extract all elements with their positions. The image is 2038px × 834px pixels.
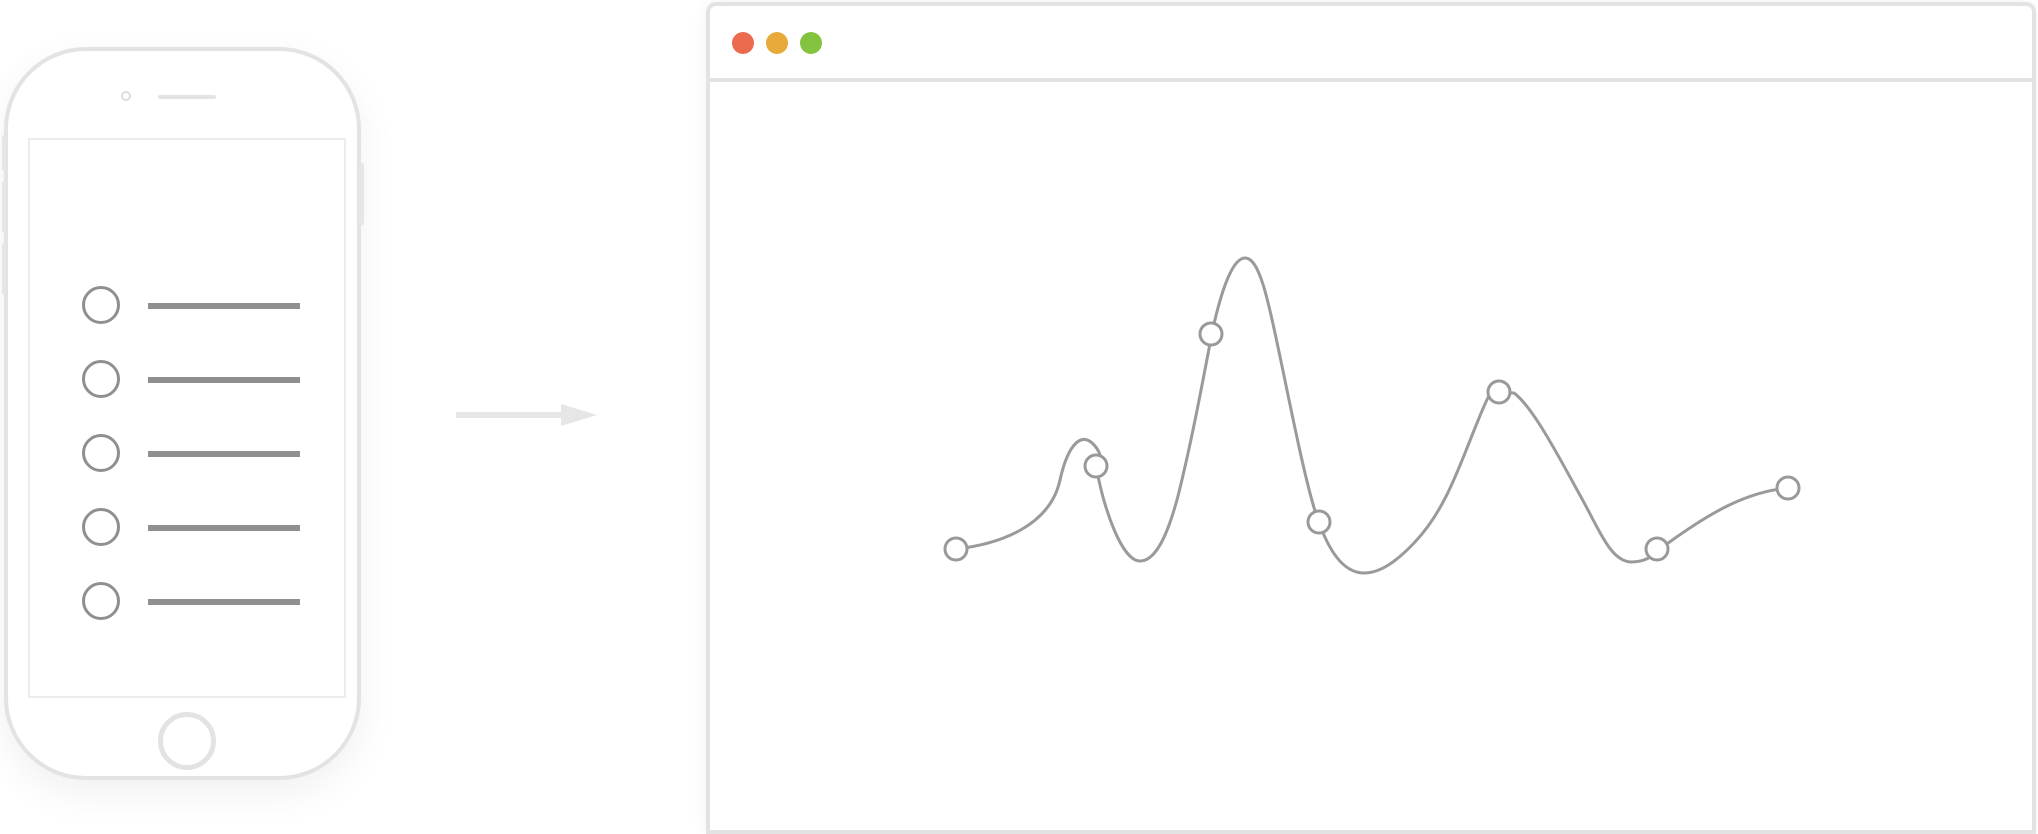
list-item-line (148, 303, 300, 309)
phone-speaker (158, 95, 216, 99)
arrow-shaft (456, 412, 566, 418)
phone-screen (28, 138, 346, 698)
radio-circle-icon[interactable] (82, 582, 120, 620)
close-window-button[interactable] (732, 32, 754, 54)
browser-titlebar (710, 6, 2032, 82)
phone-camera-icon (121, 91, 131, 101)
radio-circle-icon[interactable] (82, 508, 120, 546)
curve-node-marker[interactable] (943, 536, 969, 562)
radio-circle-icon[interactable] (82, 360, 120, 398)
radio-circle-icon[interactable] (82, 286, 120, 324)
phone-volume-up-button (2, 181, 6, 233)
list-item-line (148, 599, 300, 605)
list-item-line (148, 377, 300, 383)
list-item[interactable] (82, 360, 312, 400)
phone-home-button[interactable] (158, 712, 216, 770)
list-item[interactable] (82, 434, 312, 474)
arrow-head (561, 404, 597, 426)
radio-circle-icon[interactable] (82, 434, 120, 472)
list-item[interactable] (82, 582, 312, 622)
maximize-window-button[interactable] (800, 32, 822, 54)
curve-line (954, 256, 1790, 575)
curve-node-marker[interactable] (1198, 321, 1224, 347)
curve-node-marker[interactable] (1306, 509, 1332, 535)
list-item[interactable] (82, 508, 312, 548)
curve-node-marker[interactable] (1775, 475, 1801, 501)
list-item-line (148, 525, 300, 531)
minimize-window-button[interactable] (766, 32, 788, 54)
curve-node-marker[interactable] (1083, 453, 1109, 479)
list-item[interactable] (82, 286, 312, 326)
curve-node-marker[interactable] (1644, 536, 1670, 562)
phone-power-button (359, 163, 364, 225)
phone-volume-down-button (2, 243, 6, 295)
browser-window (706, 2, 2036, 834)
phone-mute-switch (2, 135, 6, 171)
phone-mockup (2, 47, 364, 780)
curve-node-marker[interactable] (1486, 379, 1512, 405)
list-item-line (148, 451, 300, 457)
